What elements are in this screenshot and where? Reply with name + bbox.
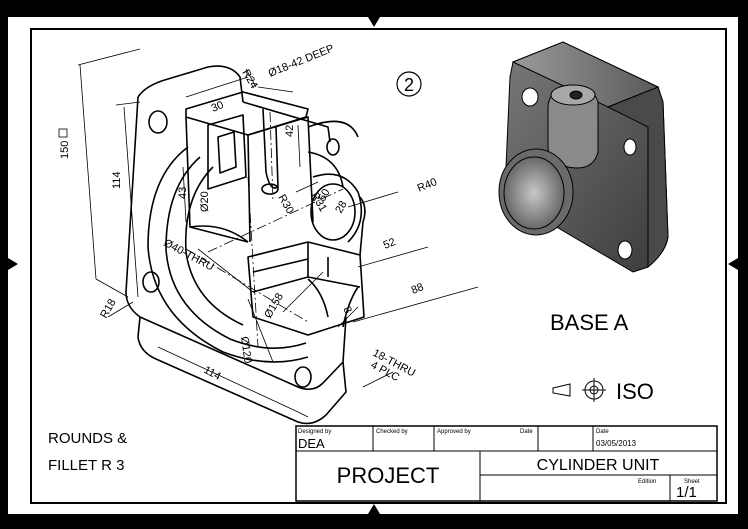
dim-42: 42 [284, 125, 296, 137]
sheet-label: Sheet [684, 479, 700, 485]
drawing-title: CYLINDER UNIT [537, 457, 660, 474]
dim-r40: R40 [416, 176, 439, 195]
dim-28: 28 [333, 199, 350, 216]
dim-bore: Ø40-THRU [162, 237, 216, 273]
drawing-sheet: Ø18-42 DEEP R24 30 42 R31 50 28 R30 Ø20 … [8, 17, 738, 514]
view-number: 2 [404, 75, 414, 95]
dim-30: 30 [210, 99, 226, 115]
drawing-border [30, 28, 727, 504]
dim-88: 88 [410, 281, 426, 297]
title-block [295, 425, 718, 502]
designed-by-value: DEA [298, 436, 325, 451]
part-name: BASE A [550, 310, 629, 335]
dimension-lines [77, 48, 479, 418]
projection-symbol [552, 378, 606, 402]
dim-counterbore: Ø18-42 DEEP [267, 43, 336, 80]
dim-50: 50 [316, 187, 333, 204]
watermark-top: PRODUCED BY AN AUTODESK EDUCATIONAL PROD… [249, 4, 499, 14]
dim-150: 150 [59, 141, 71, 159]
dim-d158: Ø158 [262, 291, 286, 320]
projection-label: ISO [616, 379, 654, 404]
dim-43: 43 [177, 187, 189, 199]
center-mark-top [368, 17, 380, 27]
dim-8: 8 [340, 305, 353, 316]
isometric-part-drawing [125, 65, 366, 425]
checked-by-label: Checked by [376, 429, 408, 435]
dim-52: 52 [382, 236, 398, 252]
note-line-2: FILLET R 3 [48, 457, 124, 474]
date-value: 03/05/2013 [596, 439, 637, 448]
view-number-circle [396, 71, 422, 97]
shaded-3d-view [498, 41, 669, 273]
sheet-value: 1/1 [676, 484, 697, 501]
dim-d20: Ø20 [199, 191, 211, 212]
title-block-text: Designed by DEA Checked by Approved by D… [298, 429, 700, 501]
dim-114-left: 114 [111, 171, 123, 189]
center-mark-bottom [368, 504, 380, 514]
dim-r18: R18 [98, 297, 118, 320]
square-symbol [58, 128, 68, 138]
watermark-bottom: PRODUCED BY AN AUTODESK EDUCATIONAL PROD… [249, 516, 499, 526]
project-label: PROJECT [337, 463, 440, 488]
center-mark-left [8, 258, 18, 270]
edition-label: Edition [638, 479, 656, 485]
note-line-1: ROUNDS & [48, 430, 127, 447]
date-label-1: Date [520, 429, 533, 435]
designed-by-label: Designed by [298, 429, 331, 435]
date-label-2: Date [596, 429, 609, 435]
center-mark-right [728, 258, 738, 270]
dim-r24: R24 [239, 68, 259, 91]
drawing-canvas: Ø18-42 DEEP R24 30 42 R31 50 28 R30 Ø20 … [8, 17, 738, 514]
center-lines [185, 111, 344, 348]
dim-d120: Ø120 [238, 336, 254, 364]
approved-by-label: Approved by [437, 429, 471, 435]
